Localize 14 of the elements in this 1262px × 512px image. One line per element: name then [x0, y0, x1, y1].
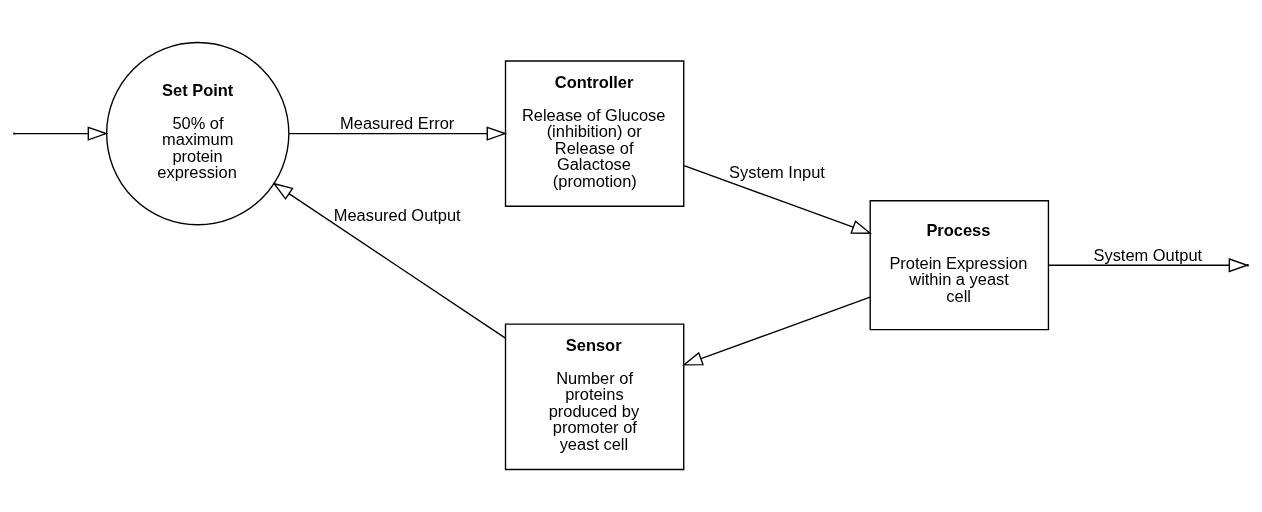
arrow — [14, 126, 109, 141]
arrow — [288, 126, 508, 141]
node-box: Sensor Number of proteins produced by promoter of yeast cell — [504, 323, 685, 471]
arrow — [683, 164, 873, 234]
arrow — [682, 296, 871, 366]
edge-label: Measured Output — [333, 205, 461, 224]
arrow — [272, 182, 507, 339]
node-box: Controller Release of Glucose (inhibition) or Release of Galactose (promotion) — [504, 60, 685, 207]
edge-label: Measured Error — [340, 113, 455, 132]
node-circle: Set Point 50% of maximum protein expression — [106, 41, 290, 226]
edge-label: System Input — [729, 163, 825, 182]
edge-label: System Output — [1093, 245, 1203, 264]
node-box: Process Protein Expression within a yeast cell — [869, 200, 1050, 331]
arrow — [1047, 258, 1250, 273]
